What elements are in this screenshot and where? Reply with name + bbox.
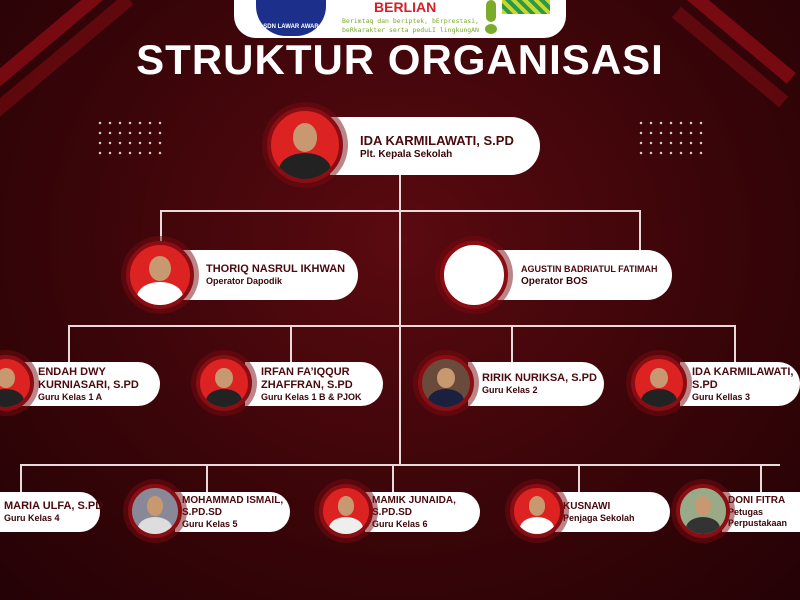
org-card: MOHAMMAD ISMAIL, S.PD.SD Guru Kelas 5 <box>175 492 290 532</box>
connector <box>578 464 580 492</box>
org-card: THORIQ NASRUL IKHWAN Operator Dapodik <box>180 250 358 300</box>
org-card: RIRIK NURIKSA, S.PD Guru Kelas 2 <box>468 362 604 406</box>
brand-name: BERLIAN <box>374 0 437 15</box>
org-card: IRFAN FA’IQQUR ZHAFFRAN, S.PD Guru Kelas… <box>245 362 383 406</box>
org-card: MAMIK JUNAIDA, S.PD.SD Guru Kelas 6 <box>365 492 480 532</box>
connector <box>399 175 401 211</box>
connector <box>68 325 70 362</box>
org-card: ENDAH DWY KURNIASARI, S.PD Guru Kelas 1 … <box>22 362 160 406</box>
decor-dots <box>636 118 706 158</box>
connector <box>392 464 394 492</box>
avatar <box>319 484 373 538</box>
org-card-head: IDA KARMILAWATI, S.PD Plt. Kepala Sekola… <box>330 117 540 175</box>
org-card: DONI FITRA Petugas Perpustakaan <box>722 492 800 532</box>
avatar <box>267 107 343 183</box>
tagline: Berimtaq dan beriptek, bErprestasi,beRka… <box>342 17 479 34</box>
logo-card: SDN LAWAR AWAR BERLIAN Berimtaq dan beri… <box>234 0 566 38</box>
connector <box>206 464 208 492</box>
org-card: MARIA ULFA, S.PD Guru Kelas 4 <box>0 492 103 532</box>
avatar <box>126 241 194 309</box>
connector <box>68 325 736 327</box>
connector <box>399 325 401 465</box>
org-card: AGUSTIN BADRIATUL FATIMAH Operator BOS <box>495 250 672 300</box>
connector <box>20 464 780 466</box>
connector <box>290 325 292 362</box>
connector <box>160 210 162 248</box>
pattern-logo <box>502 0 550 14</box>
connector <box>399 210 401 325</box>
page-title: STRUKTUR ORGANISASI <box>136 36 664 83</box>
avatar <box>510 484 564 538</box>
connector <box>639 210 641 250</box>
org-card: KUSNAWI Penjaga Sekolah <box>555 492 670 532</box>
avatar <box>128 484 182 538</box>
school-logo: SDN LAWAR AWAR <box>256 0 326 36</box>
connector <box>511 325 513 362</box>
exclamation-dot <box>485 24 497 34</box>
connector <box>760 464 762 492</box>
avatar <box>196 355 252 411</box>
org-card: IDA KARMILAWATI, S.PD Guru Kellas 3 <box>680 362 800 406</box>
decor-dots <box>95 118 165 158</box>
connector <box>734 325 736 362</box>
avatar-empty <box>440 241 508 309</box>
avatar <box>631 355 687 411</box>
connector <box>20 464 22 492</box>
exclamation-logo <box>486 0 496 22</box>
avatar <box>676 484 730 538</box>
avatar <box>418 355 474 411</box>
